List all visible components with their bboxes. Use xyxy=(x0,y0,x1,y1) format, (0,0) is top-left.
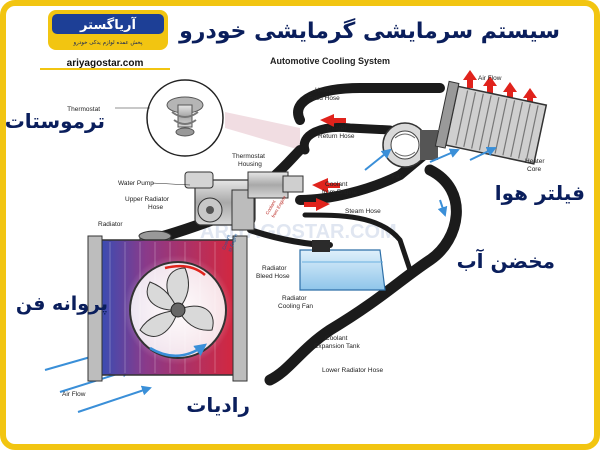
hot-flow-arrows xyxy=(304,70,537,211)
label-coolant-from-engine-2: from Engine xyxy=(322,189,357,196)
fa-label-fan-blade: پروانه فن xyxy=(16,293,108,315)
label-coolant-expansion-tank-2: Expansion Tank xyxy=(314,343,361,350)
label-radiator-bleed-hose-1: Radiator xyxy=(262,265,287,272)
radiator-fan-icon xyxy=(123,255,233,365)
label-thermostat: Thermostat xyxy=(67,106,100,113)
heater-core-icon xyxy=(434,80,548,165)
fa-label-air-filter: فیلتر هوا xyxy=(495,181,585,205)
persian-labels: ترموستات فیلتر هوا مخضن آب پروانه فن راد… xyxy=(5,109,585,417)
thermostat-icon xyxy=(166,96,204,137)
label-radiator-bleed-hose-2: Bleed Hose xyxy=(256,273,290,280)
expansion-tank-icon xyxy=(299,240,386,291)
label-heater-return-hose-1: Heater xyxy=(327,125,347,132)
label-radiator-cooling-fan-1: Radiator xyxy=(282,295,307,302)
steam-hose xyxy=(302,212,413,273)
flow-arrow-icon xyxy=(463,70,477,88)
label-heater-food-hose-2: Food Hose xyxy=(308,95,340,102)
water-pump-icon xyxy=(184,171,304,231)
label-upper-radiator-hose-2: Hose xyxy=(148,204,164,211)
label-thermostat-housing-1: Thermostat xyxy=(232,153,265,160)
flow-arrow-icon xyxy=(483,76,497,94)
label-upper-radiator-hose-1: Upper Radiator xyxy=(125,196,170,203)
label-lower-radiator-hose: Lower Radiator Hose xyxy=(322,367,383,374)
thermostat-callout xyxy=(146,79,300,157)
label-heater-core-1: Heater xyxy=(525,158,545,165)
label-fan: Fan xyxy=(392,173,404,180)
label-coolant-from-engine-1: Coolant xyxy=(325,181,348,188)
brand-tagline: پخش عمده لوازم یدکی خودرو xyxy=(72,39,143,46)
label-coolant-expansion-tank-1: Coolant xyxy=(325,335,348,342)
heater-fan-icon xyxy=(382,122,438,168)
label-air-flow-bottom: Air Flow xyxy=(62,391,86,398)
label-coolant-to-engine-2: to Engine xyxy=(227,232,238,252)
label-coolant-to-engine-1: Coolant xyxy=(221,233,231,250)
fa-label-radiator: رادیات xyxy=(186,393,250,417)
heater-food-hose xyxy=(293,83,445,125)
lower-radiator-hose xyxy=(264,164,462,386)
fa-label-thermostat: ترموستات xyxy=(5,109,105,133)
heater-return-hose xyxy=(299,122,395,155)
english-title: Automotive Cooling System xyxy=(270,56,390,66)
flow-arrow-icon xyxy=(304,198,330,211)
label-water-pump: Water Pump xyxy=(118,180,154,187)
fa-label-water-tank: مخضن آب xyxy=(457,248,555,273)
flow-arrow-icon xyxy=(523,88,537,106)
label-heater-return-hose-2: Return Hose xyxy=(318,133,355,140)
flow-arrow-icon xyxy=(503,82,517,100)
label-air-flow-top: Air Flow xyxy=(478,75,502,82)
label-radiator: Radiator xyxy=(98,221,123,228)
label-heater-core-2: Core xyxy=(527,166,541,173)
label-steam-hose: Steam Hose xyxy=(345,208,381,215)
brand-logo: آریاگستر پخش عمده لوازم یدکی خودرو ariya… xyxy=(40,10,170,70)
heater-hose-to-core xyxy=(295,145,435,205)
brand-name: آریاگستر xyxy=(79,16,136,33)
label-heater-food-hose-1: Heater xyxy=(315,87,335,94)
label-thermostat-housing-2: Housing xyxy=(238,161,262,168)
persian-title: سیستم سرمایشی گرمایشی خودرو xyxy=(178,17,560,44)
flow-arrow-icon xyxy=(320,114,346,127)
flow-arrow-icon xyxy=(312,178,340,193)
brand-website: ariyagostar.com xyxy=(67,58,144,69)
label-radiator-cooling-fan-2: Cooling Fan xyxy=(278,303,313,310)
